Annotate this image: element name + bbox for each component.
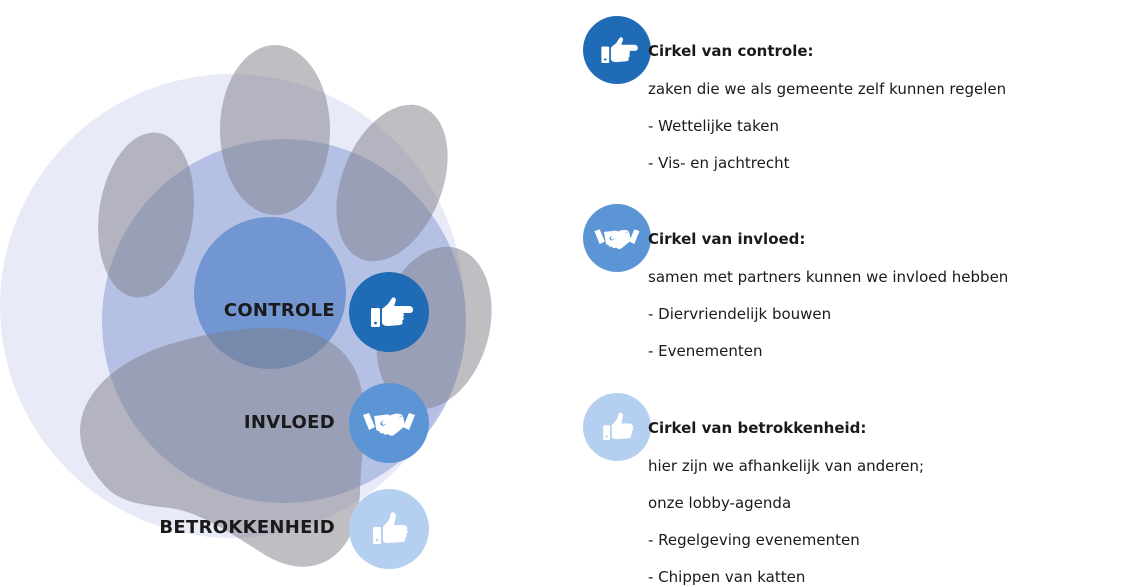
legend-line: - Wettelijke taken xyxy=(648,117,779,135)
legend-line: zaken die we als gemeente zelf kunnen re… xyxy=(648,80,1007,98)
paw-toe-3 xyxy=(336,104,448,262)
label-invloed: INVLOED xyxy=(243,412,335,433)
legend-invloed: Cirkel van invloed: samen met partners k… xyxy=(648,229,1008,361)
label-betrokkenheid: BETROKKENHEID xyxy=(159,517,335,538)
legend-betrokkenheid: Cirkel van betrokkenheid: hier zijn we a… xyxy=(648,418,924,587)
paw-toe-1 xyxy=(98,132,194,298)
legend-line: samen met partners kunnen we invloed heb… xyxy=(648,268,1009,286)
legend-line: onze lobby-agenda xyxy=(648,494,792,512)
legend-icon-controle xyxy=(583,16,651,84)
invloed-icon xyxy=(349,383,429,463)
betrokkenheid-icon xyxy=(349,489,429,569)
legend-line: - Vis- en jachtrecht xyxy=(648,154,790,172)
paw-toe-2 xyxy=(220,45,330,215)
legend-line: - Regelgeving evenementen xyxy=(648,531,860,549)
controle-icon xyxy=(349,272,429,352)
legend-title-invloed: Cirkel van invloed: xyxy=(648,230,806,248)
legend-title-betrokkenheid: Cirkel van betrokkenheid: xyxy=(648,419,867,437)
legend-icon-invloed xyxy=(583,204,651,272)
paw-print xyxy=(80,45,492,567)
legend-controle: Cirkel van controle: zaken die we als ge… xyxy=(648,41,1006,173)
legend-line: - Chippen van katten xyxy=(648,568,806,586)
legend-title-controle: Cirkel van controle: xyxy=(648,42,814,60)
label-controle: CONTROLE xyxy=(223,300,335,321)
paw-pad xyxy=(80,327,365,567)
legend-line: - Evenementen xyxy=(648,342,763,360)
legend-icon-betrokkenheid xyxy=(583,393,651,461)
legend-line: - Diervriendelijk bouwen xyxy=(648,305,832,323)
legend-line: hier zijn we afhankelijk van anderen; xyxy=(648,457,925,475)
